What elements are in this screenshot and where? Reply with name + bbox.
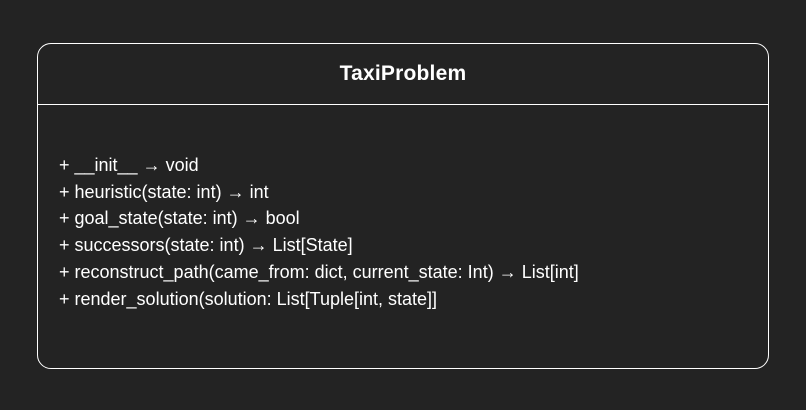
- class-name: TaxiProblem: [339, 62, 467, 85]
- method-goal-state: + goal_state(state: int) → bool: [59, 208, 300, 229]
- methods-compartment: + __init__ → void + heuristic(state: int…: [38, 105, 768, 312]
- method-successors: + successors(state: int) → List[State]: [59, 235, 353, 256]
- method-reconstruct-path: + reconstruct_path(came_from: dict, curr…: [59, 261, 579, 282]
- uml-class-box: TaxiProblem + __init__ → void + heuristi…: [37, 43, 769, 369]
- class-header: TaxiProblem: [38, 44, 768, 105]
- method-heuristic: + heuristic(state: int) → int: [59, 181, 269, 202]
- method-render-solution: + render_solution(solution: List[Tuple[i…: [59, 288, 438, 309]
- method-init: + __init__ → void: [59, 155, 199, 175]
